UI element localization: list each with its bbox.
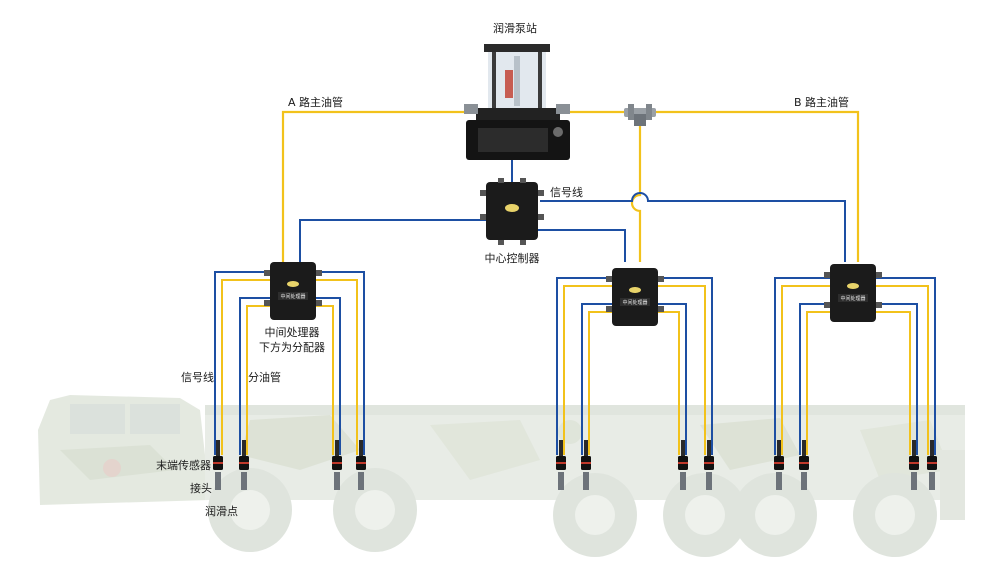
processor-badge-right: 中间处理器 <box>840 295 865 302</box>
connector <box>583 472 589 490</box>
main-signal-lines <box>299 160 846 262</box>
processor-badge-middle: 中间处理器 <box>622 299 647 306</box>
wheels <box>208 468 937 557</box>
end-sensor <box>239 440 249 490</box>
connector-label: 接头 <box>190 482 212 495</box>
connector <box>929 472 935 490</box>
end-sensors <box>213 440 937 490</box>
connector <box>215 472 221 490</box>
connector <box>241 472 247 490</box>
end-sensor <box>332 440 342 490</box>
processor-left: 中间处理器 <box>264 262 322 320</box>
central-controller <box>480 178 544 245</box>
end-sensor-label: 末端传感器 <box>156 458 211 472</box>
main-line-a-label: A 路主油管 <box>288 95 343 109</box>
end-sensor <box>799 440 809 490</box>
tee-fitting <box>624 104 656 126</box>
connector <box>801 472 807 490</box>
end-sensor <box>213 440 223 490</box>
lube-point-label: 润滑点 <box>205 504 238 518</box>
intermediate-processor-label: 中间处理器 <box>265 326 320 339</box>
processor-badge-left: 中间处理器 <box>280 293 305 300</box>
end-sensor <box>774 440 784 490</box>
connector <box>706 472 712 490</box>
end-sensor <box>556 440 566 490</box>
end-sensor <box>356 440 366 490</box>
pump-station-label: 润滑泵站 <box>493 21 537 35</box>
end-sensor <box>909 440 919 490</box>
vehicle-background <box>38 395 965 557</box>
connector <box>911 472 917 490</box>
connector <box>558 472 564 490</box>
main-line-b-label: B 路主油管 <box>794 95 849 109</box>
branch-oil-label: 分油管 <box>248 370 281 384</box>
branch-lines-middle <box>556 277 713 455</box>
signal-line-label: 信号线 <box>550 185 583 199</box>
end-sensor <box>678 440 688 490</box>
processor-right: 中间处理器 <box>824 264 882 322</box>
end-sensor <box>704 440 714 490</box>
connector <box>776 472 782 490</box>
end-sensor <box>927 440 937 490</box>
connector <box>334 472 340 490</box>
connector <box>358 472 364 490</box>
central-controller-label: 中心控制器 <box>485 251 540 265</box>
distributor-note-label: 下方为分配器 <box>259 340 325 354</box>
main-oil-lines <box>281 110 860 262</box>
branch-lines-right <box>774 277 936 455</box>
connector <box>680 472 686 490</box>
branch-signal-label: 信号线 <box>181 370 214 384</box>
pump-station <box>464 44 570 160</box>
end-sensor <box>581 440 591 490</box>
processor-middle: 中间处理器 <box>606 268 664 326</box>
